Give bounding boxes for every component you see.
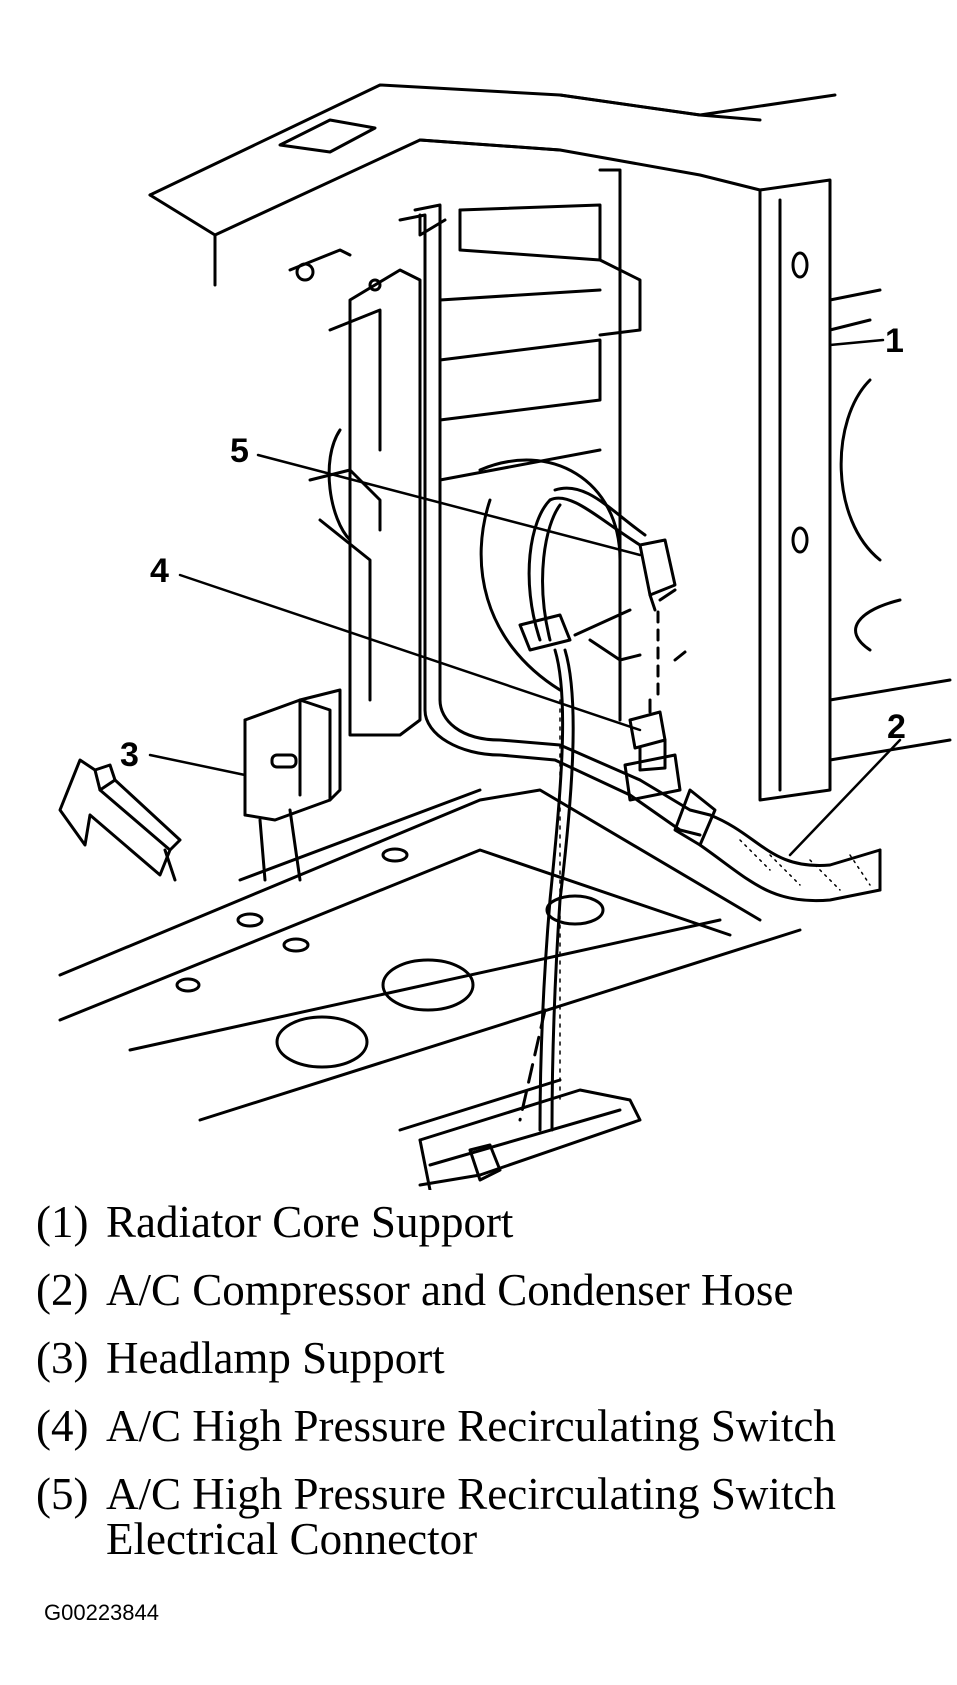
callout-4: 4 [150, 552, 169, 590]
legend-number: (1) [36, 1197, 89, 1247]
radiator-core-support [148, 83, 952, 802]
callout-3: 3 [120, 736, 139, 774]
legend-label: Radiator Core Support [106, 1197, 514, 1247]
callout-1: 1 [885, 322, 904, 360]
callout-2: 2 [887, 708, 906, 746]
ac-switch-electrical-connector [518, 486, 687, 702]
legend-number: (2) [36, 1265, 89, 1315]
legend-number: (5) [36, 1469, 89, 1519]
legend-label: A/C Compressor and Condenser Hose [106, 1265, 794, 1315]
lower-crossmember [58, 788, 802, 1132]
legend-label: A/C High Pressure Recirculating Switch [106, 1401, 836, 1451]
front-direction-arrow-icon [58, 758, 182, 882]
legend-item: (3) Headlamp Support [36, 1336, 946, 1381]
headlamp-support [243, 688, 342, 882]
legend-label: A/C High Pressure Recirculating Switch E… [106, 1469, 836, 1564]
legend-label: Headlamp Support [106, 1333, 445, 1383]
figure-id: G00223844 [44, 1600, 159, 1625]
callout-5: 5 [230, 432, 249, 470]
ac-compressor-condenser-hose [628, 778, 882, 903]
legend-item: (2) A/C Compressor and Condenser Hose [36, 1268, 946, 1313]
wiring-harness [418, 648, 642, 1190]
legend-number: (3) [36, 1333, 89, 1383]
ac-high-pressure-switch [623, 698, 682, 802]
legend-item: (4) A/C High Pressure Recirculating Swit… [36, 1404, 946, 1449]
legend: (1) Radiator Core Support (2) A/C Compre… [36, 1200, 946, 1585]
legend-item: (1) Radiator Core Support [36, 1200, 946, 1245]
legend-number: (4) [36, 1401, 89, 1451]
leader-lines [148, 338, 902, 857]
legend-item: (5) A/C High Pressure Recirculating Swit… [36, 1472, 946, 1562]
radiator-shroud [288, 168, 642, 737]
component-diagram: 1 2 3 4 5 [58, 83, 952, 1190]
ac-line [398, 203, 642, 797]
